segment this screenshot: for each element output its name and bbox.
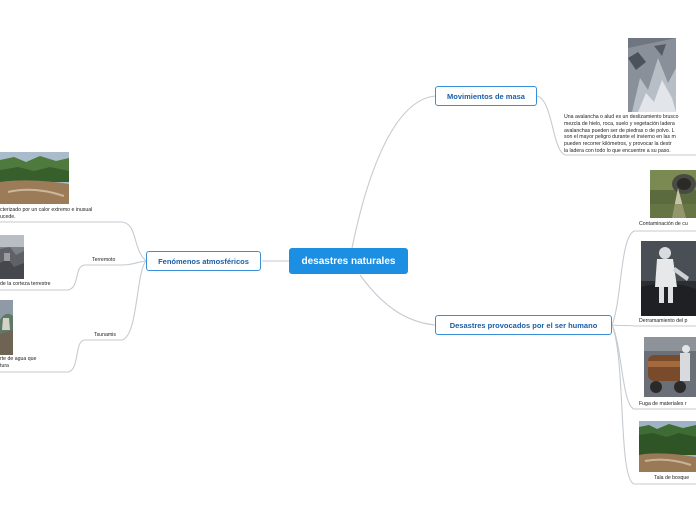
- branch-label: Fenómenos atmosféricos: [158, 256, 249, 266]
- deforestation-image: [639, 421, 696, 472]
- earthquake-image: [0, 235, 24, 279]
- branch-label: Movimientos de masa: [447, 91, 525, 101]
- central-topic-label: desastres naturales: [301, 255, 396, 267]
- link-human-item2: [611, 324, 696, 327]
- link-human-item4: [611, 324, 696, 485]
- tsunami-caption: rte de agua que tura: [0, 356, 37, 369]
- heatwave-image: [0, 152, 69, 204]
- branch-fenomenos-atmosfericos[interactable]: Fenómenos atmosféricos: [146, 251, 261, 271]
- link-human-item1: [611, 230, 696, 326]
- link-central-human: [359, 274, 436, 326]
- human-item-label: Derramamiento del p: [639, 318, 688, 324]
- atmo-item-label: Terremoto: [92, 257, 116, 263]
- tsunami-image: [0, 300, 13, 355]
- avalanche-image: [628, 38, 676, 112]
- contamination-image: [650, 170, 696, 218]
- earthquake-caption: de la corteza terrestre: [0, 281, 51, 287]
- link-central-mass: [351, 95, 436, 249]
- branch-movimientos-de-masa[interactable]: Movimientos de masa: [435, 86, 537, 106]
- human-item-label: Fuga de materiales r: [639, 401, 687, 407]
- avalanche-description: Una avalancha o alud es un deslizamiento…: [564, 114, 679, 154]
- branch-label: Desastres provocados por el ser humano: [449, 320, 598, 330]
- atmo-item-label: Tsunamis: [94, 332, 116, 338]
- link-atmo-item3: [0, 260, 147, 373]
- radioactive-leak-image: [644, 337, 696, 397]
- link-mass-desc: [536, 95, 696, 156]
- link-atmo-item2: [0, 260, 147, 291]
- central-topic[interactable]: desastres naturales: [289, 248, 408, 274]
- link-atmo-item1: [0, 221, 147, 262]
- heatwave-caption: cterizado por un calor extremo e inusual…: [0, 207, 93, 220]
- human-item-label: Contaminación de cu: [639, 221, 688, 227]
- oil-spill-image: [641, 241, 696, 316]
- branch-desastres-humanos[interactable]: Desastres provocados por el ser humano: [435, 315, 612, 335]
- human-item-label: Tala de bosque: [654, 475, 690, 481]
